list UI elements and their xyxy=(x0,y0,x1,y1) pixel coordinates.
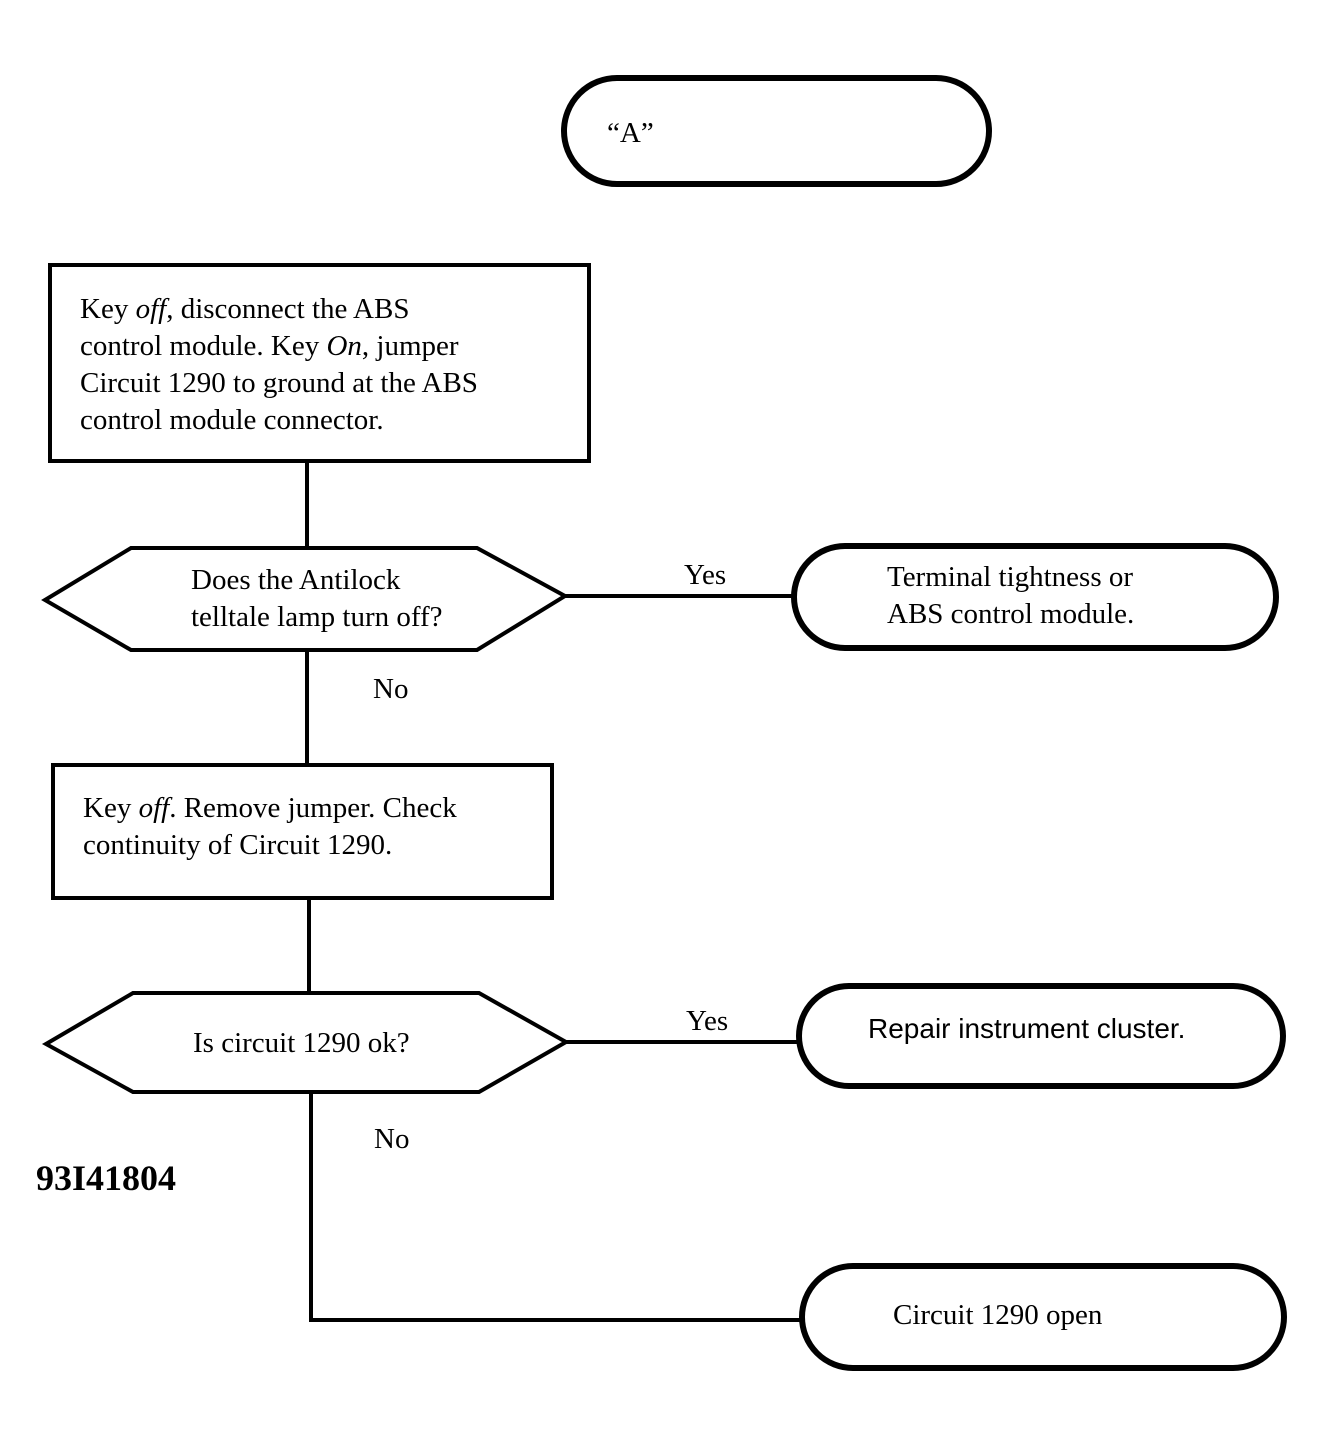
result-2-terminal: Repair instrument cluster. xyxy=(796,983,1286,1089)
result-3-text: Circuit 1290 open xyxy=(893,1299,1103,1331)
decision-2-no-label: No xyxy=(374,1123,409,1155)
start-terminal: “A” xyxy=(561,75,992,187)
decision-2: Is circuit 1290 ok? Yes No xyxy=(41,991,728,1155)
result-1-shape xyxy=(791,543,1279,651)
result-3-shape xyxy=(799,1263,1287,1371)
start-terminal-shape xyxy=(561,75,992,187)
decision-1-no-label: No xyxy=(373,673,408,705)
text-line-segment: Key xyxy=(83,792,139,824)
text-line-segment: control module connector. xyxy=(80,404,384,436)
text-line-segment: On xyxy=(326,330,361,362)
text-line-segment: , jumper xyxy=(362,330,459,362)
decision-2-shape xyxy=(41,991,571,1094)
text-line-segment: continuity of Circuit 1290. xyxy=(83,829,392,861)
text-line-segment: Key xyxy=(80,293,136,325)
text-line-segment: , disconnect the ABS xyxy=(166,293,409,325)
step-1-shape xyxy=(48,263,591,463)
text-line-segment: off xyxy=(136,293,171,325)
text-line-segment: control module. Key xyxy=(80,330,326,362)
text-line-segment: Circuit 1290 to ground at the ABS xyxy=(80,367,478,399)
decision-1-shape xyxy=(41,546,569,652)
start-terminal-label: “A” xyxy=(607,117,654,149)
step-1-box: Key off, disconnect the ABS control modul… xyxy=(48,263,591,463)
result-2-shape xyxy=(796,983,1286,1089)
step-1-text: Key off, disconnect the ABS control modul… xyxy=(80,293,478,436)
decision-2-text: Is circuit 1290 ok? xyxy=(193,1027,410,1059)
text-line: Does the Antilock xyxy=(191,564,401,596)
text-line: Terminal tightness or xyxy=(887,561,1133,593)
connectors xyxy=(305,461,802,1322)
text-line: Repair instrument cluster. xyxy=(868,1013,1185,1044)
text-line: Is circuit 1290 ok? xyxy=(193,1027,410,1059)
result-1-terminal: Terminal tightness or ABS control module. xyxy=(791,543,1279,651)
result-2-text: Repair instrument cluster. xyxy=(868,1013,1185,1044)
connector-decision2-no xyxy=(309,1092,802,1322)
result-3-terminal: Circuit 1290 open xyxy=(799,1263,1287,1371)
text-line: ABS control module. xyxy=(887,598,1134,630)
text-line: telltale lamp turn off? xyxy=(191,601,443,633)
decision-2-yes-label: Yes xyxy=(686,1005,728,1037)
decision-1: Does the Antilock telltale lamp turn off?… xyxy=(41,546,726,705)
text-line-segment: . Remove jumper. Check xyxy=(169,792,457,824)
step-2-shape xyxy=(51,763,554,900)
result-1-text: Terminal tightness or ABS control module. xyxy=(887,561,1134,630)
decision-1-yes-label: Yes xyxy=(684,559,726,591)
step-2-text: Key off. Remove jumper. Check continuity … xyxy=(83,792,457,861)
text-line-segment: off xyxy=(139,792,174,824)
figure-id: 93I41804 xyxy=(36,1158,176,1198)
decision-1-text: Does the Antilock telltale lamp turn off? xyxy=(191,564,443,633)
step-2-box: Key off. Remove jumper. Check continuity … xyxy=(51,763,554,900)
text-line: Circuit 1290 open xyxy=(893,1299,1103,1331)
